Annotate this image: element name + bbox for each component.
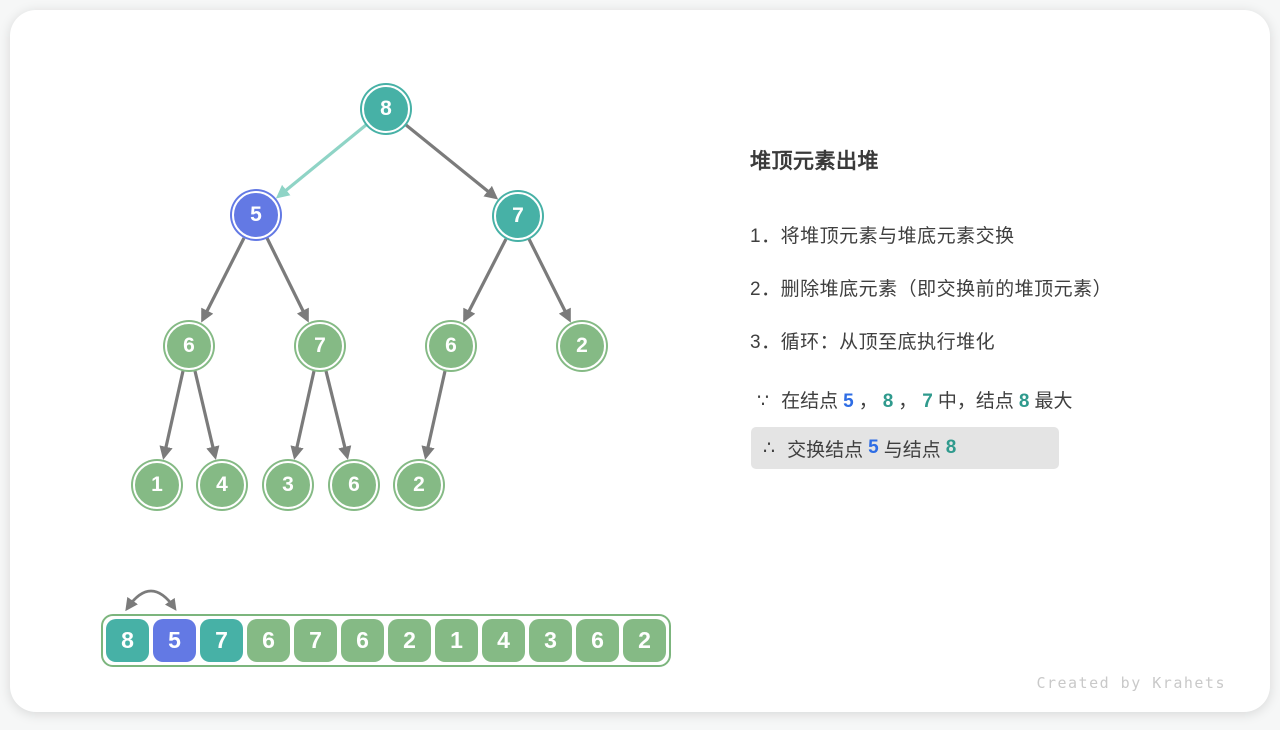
tree-node: 2 bbox=[395, 461, 443, 509]
because-text: 在结点 bbox=[781, 391, 839, 412]
tree-node: 6 bbox=[165, 322, 213, 370]
edge-7-6b bbox=[324, 370, 352, 460]
tree-edges bbox=[159, 123, 571, 460]
tree-node: 1 bbox=[133, 461, 181, 509]
tree-node: 6 bbox=[427, 322, 475, 370]
tree-node: 6 bbox=[330, 461, 378, 509]
edge-7-3 bbox=[290, 370, 316, 460]
array-cell: 1 bbox=[435, 619, 478, 662]
array-cell: 2 bbox=[388, 619, 431, 662]
array-cell: 7 bbox=[200, 619, 243, 662]
node-ref-5: 5 bbox=[868, 437, 879, 458]
array-cell: 3 bbox=[529, 619, 572, 662]
comma: ， bbox=[858, 391, 878, 412]
array-cell: 8 bbox=[106, 619, 149, 662]
array-cell: 4 bbox=[482, 619, 525, 662]
edge-6-1 bbox=[159, 370, 185, 460]
tree-node: 4 bbox=[198, 461, 246, 509]
node-ref-5: 5 bbox=[843, 391, 854, 412]
edge-5-7 bbox=[265, 237, 309, 323]
watermark: Created by Krahets bbox=[1036, 674, 1226, 692]
array-cell: 2 bbox=[623, 619, 666, 662]
edge-8-5-highlighted bbox=[275, 123, 368, 199]
node-ref-7: 7 bbox=[922, 391, 933, 412]
tree-node: 7 bbox=[494, 192, 542, 240]
step-3: 3．循环：从顶至底执行堆化 bbox=[750, 332, 996, 353]
array-cell: 6 bbox=[576, 619, 619, 662]
node-ref-8b: 8 bbox=[1018, 391, 1030, 412]
step-2: 2．删除堆底元素（即交换前的堆顶元素） bbox=[750, 279, 1113, 300]
array-cell: 6 bbox=[247, 619, 290, 662]
edge-7-6 bbox=[463, 238, 508, 323]
because-text: 中，结点 bbox=[937, 391, 1014, 412]
comma: ， bbox=[898, 391, 918, 412]
therefore-text: 交换结点 bbox=[787, 439, 864, 461]
step-1: 1．将堆顶元素与堆底元素交换 bbox=[750, 226, 1015, 247]
therefore-symbol: ∴ bbox=[763, 437, 776, 459]
page-title: 堆顶元素出堆 bbox=[750, 150, 879, 173]
figure-card: 8 5 7 6 7 6 2 1 4 3 6 2 堆顶元素出堆 1．将堆顶元素与堆… bbox=[10, 10, 1270, 712]
tree-node: 2 bbox=[558, 322, 606, 370]
heap-array: 8 5 7 6 7 6 2 1 4 3 6 2 bbox=[101, 614, 671, 667]
swap-arrow bbox=[125, 589, 177, 612]
array-cell: 6 bbox=[341, 619, 384, 662]
node-ref-8: 8 bbox=[882, 391, 894, 412]
edge-5-6 bbox=[201, 237, 246, 323]
array-cell: 7 bbox=[294, 619, 337, 662]
tree-node: 7 bbox=[296, 322, 344, 370]
array-cell: 5 bbox=[153, 619, 196, 662]
because-text: 最大 bbox=[1034, 391, 1073, 412]
because-symbol: ∵ bbox=[757, 391, 770, 412]
node-ref-8: 8 bbox=[945, 437, 957, 458]
tree-node: 5 bbox=[232, 191, 280, 239]
edge-6-4 bbox=[193, 370, 220, 460]
edge-7-2 bbox=[527, 238, 571, 323]
edge-8-7 bbox=[404, 123, 499, 200]
therefore-text: 与结点 bbox=[883, 439, 941, 461]
edge-6-2 bbox=[421, 370, 447, 460]
tree-node-root: 8 bbox=[362, 85, 410, 133]
tree-node: 3 bbox=[264, 461, 312, 509]
